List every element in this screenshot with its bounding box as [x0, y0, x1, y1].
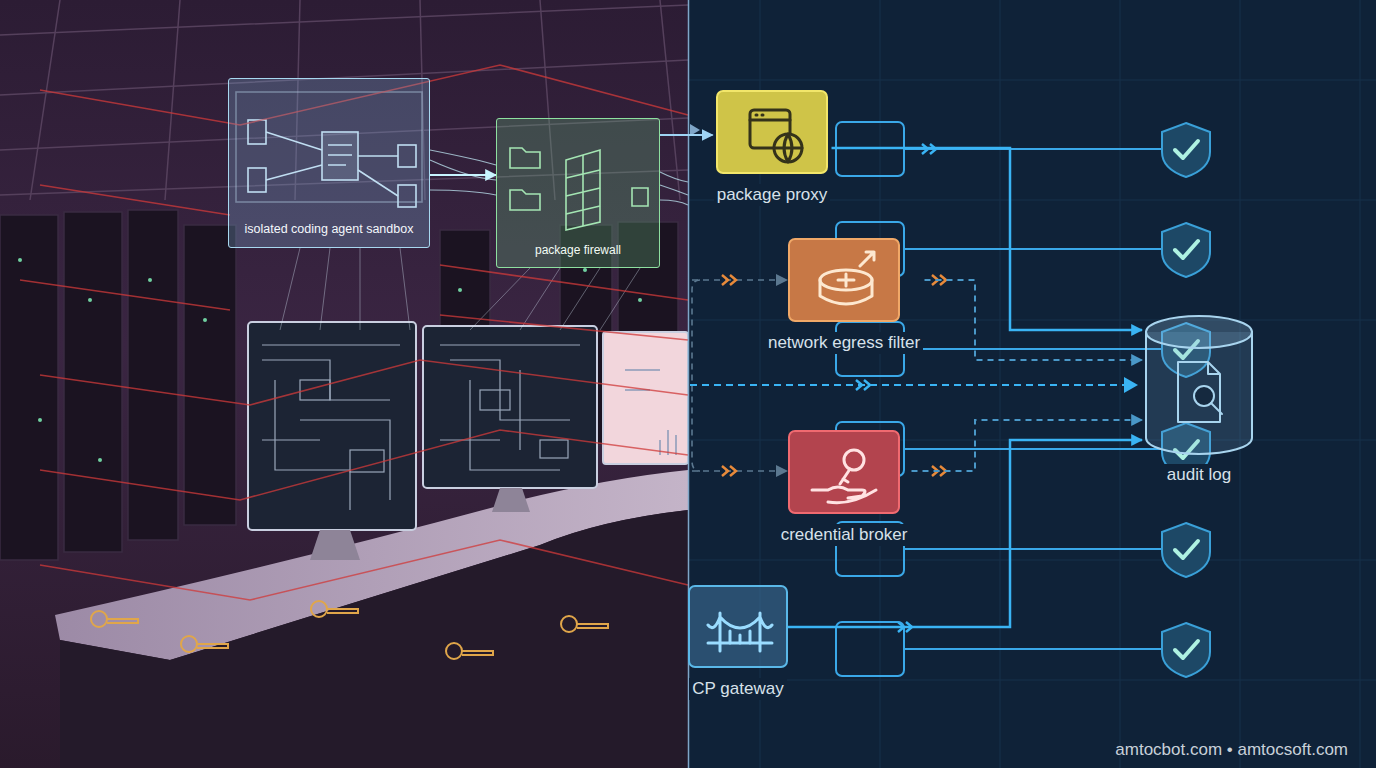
- sandbox-panel: isolated coding agent sandbox: [228, 78, 430, 248]
- node-label: CP gateway: [689, 678, 786, 700]
- proxy-node: package proxy: [713, 90, 832, 206]
- icon-box: [788, 430, 900, 514]
- central-dashed-arrow: [690, 384, 1128, 386]
- node-icon: [708, 613, 772, 651]
- dashed-inputs: [692, 280, 778, 471]
- icon-drawing: [690, 587, 786, 666]
- central-arrowhead: [1124, 377, 1138, 393]
- node-label: network egress filter: [765, 332, 923, 354]
- diagram-ground: [688, 0, 1376, 768]
- red-scan-lines: [20, 65, 688, 600]
- firewall-panel: package firewall: [496, 118, 660, 268]
- input-heads: [690, 124, 788, 477]
- node-icon: [820, 252, 874, 304]
- icon-drawing: [1142, 312, 1256, 458]
- egress-filter-node: network egress filter: [764, 238, 925, 354]
- connector-arrow: [660, 134, 713, 136]
- watermark: amtocbot.com • amtocsoft.com: [1115, 740, 1348, 760]
- panel-title: isolated coding agent sandbox: [245, 222, 414, 237]
- node-label: audit log: [1164, 464, 1234, 486]
- node-icon: [1146, 316, 1252, 454]
- icon-box: [788, 238, 900, 322]
- shield-lines: [904, 149, 1162, 649]
- grid-lines: [688, 0, 1376, 768]
- node-icon: [812, 450, 876, 503]
- icon-drawing: [790, 432, 898, 512]
- connector-arrow: [925, 280, 1143, 360]
- photo-ground: [0, 0, 688, 768]
- icon-drawing: [790, 240, 898, 320]
- panel-title: package firewall: [535, 243, 621, 257]
- node-label: credential broker: [778, 524, 911, 546]
- node-label: package proxy: [714, 184, 831, 206]
- audit-log-store: audit log: [1142, 312, 1256, 486]
- monitors: [248, 322, 688, 560]
- desk-front: [60, 510, 688, 768]
- node-icon: [750, 110, 802, 162]
- credential-broker-node: credential broker: [777, 430, 912, 546]
- icon-box: [688, 585, 788, 668]
- icon-drawing: [718, 92, 826, 172]
- connector-arrow: [912, 420, 1143, 471]
- check-squares: [836, 122, 904, 676]
- icon-box: [716, 90, 828, 174]
- cylinder-shape: [1142, 312, 1256, 458]
- key-symbols: [91, 601, 608, 659]
- blue-chevrons: [856, 144, 936, 632]
- connector-arrow: [430, 174, 496, 176]
- gateway-node: CP gateway: [688, 585, 788, 700]
